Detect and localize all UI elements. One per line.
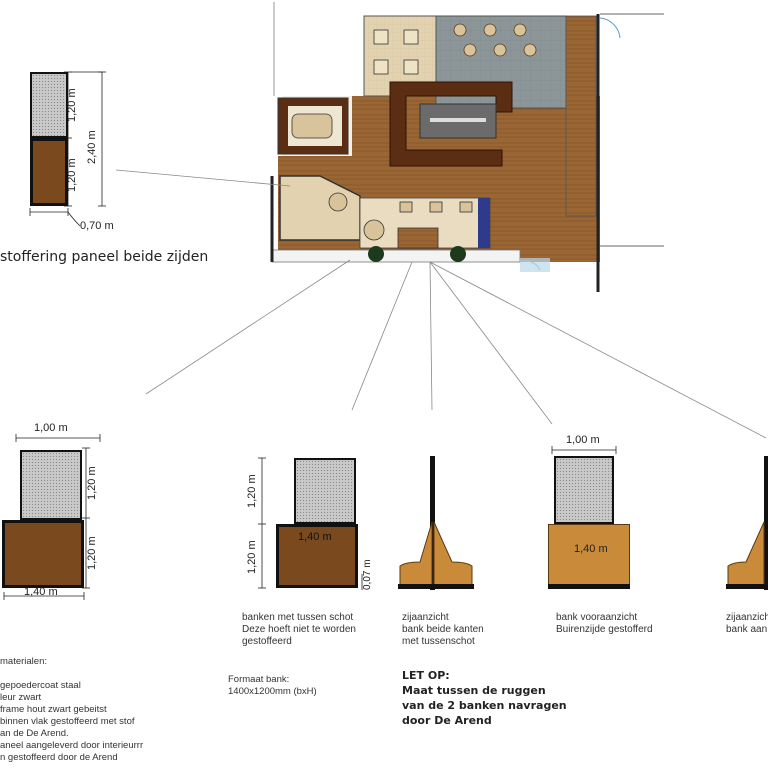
caption-line: bank beide kanten	[402, 624, 484, 635]
materials-list: materialen: gepoedercoat staal leur zwar…	[0, 656, 143, 764]
materials-title: materialen:	[0, 656, 47, 667]
bench-center-back	[294, 458, 356, 524]
panel-dim-height-total: 2,40 m	[86, 130, 98, 164]
material-line: binnen vlak gestoffeerd met stof	[0, 716, 135, 727]
front-view-caption: bank vooraanzicht Buirenzijde gestofferd	[556, 612, 653, 636]
caption-line: met tussenschot	[402, 636, 475, 647]
side-view-2-caption: zijaanzicht bank aan	[726, 612, 768, 636]
caption-line: zijaanzicht	[402, 612, 449, 623]
panel-dim-width: 0,70 m	[80, 220, 114, 232]
front-view-dim-width-inner: 1,40 m	[574, 543, 608, 555]
bench-left-seat	[2, 520, 84, 588]
let-op-line: LET OP:	[402, 669, 450, 682]
material-line: frame hout zwart gebeitst	[0, 704, 107, 715]
caption-line: bank aan	[726, 624, 768, 635]
panel-dim-height-top: 1,20 m	[66, 88, 78, 122]
bench-center-seat	[276, 524, 358, 588]
caption-line: zijaanzicht	[726, 612, 768, 623]
material-line: aneel aangeleverd door interieurrr	[0, 740, 144, 751]
caption-line: bank vooraanzicht	[556, 612, 638, 623]
bench-left-dim-height-top: 1,20 m	[86, 466, 98, 500]
side-view-2	[726, 456, 768, 590]
material-line: gepoedercoat staal	[0, 680, 81, 691]
bench-center-caption: banken met tussen schot Deze hoeft niet …	[242, 612, 356, 648]
panel-upholstery-top	[30, 72, 68, 138]
front-view-seat	[548, 524, 630, 586]
bench-center-dim-height-top: 1,20 m	[246, 474, 258, 508]
caption-line: gestoffeerd	[242, 636, 292, 647]
material-line: n gestoffeerd door de Arend	[0, 752, 118, 763]
format-line: 1400x1200mm (bxH)	[228, 686, 317, 697]
bench-left-dim-width-bottom: 1,40 m	[24, 586, 58, 598]
format-note: Formaat bank: 1400x1200mm (bxH)	[228, 674, 317, 698]
bench-left-dim-lines	[3, 434, 101, 600]
bench-center-dim-width-inner: 1,40 m	[298, 531, 332, 543]
bench-left-back	[20, 450, 82, 520]
caption-line: Buirenzijde gestofferd	[556, 624, 653, 635]
bench-left-dim-height-bottom: 1,20 m	[86, 536, 98, 570]
front-view-back	[554, 456, 614, 524]
side-view-1	[398, 456, 474, 590]
bench-center-dim-height-bottom: 1,20 m	[246, 540, 258, 574]
let-op-line: van de 2 banken navragen	[402, 699, 567, 712]
let-op-note: LET OP: Maat tussen de ruggen van de 2 b…	[402, 668, 567, 728]
front-view-base	[548, 584, 630, 589]
let-op-line: Maat tussen de ruggen	[402, 684, 546, 697]
format-line: Formaat bank:	[228, 674, 290, 685]
material-line: leur zwart	[0, 692, 42, 703]
panel-dim-height-bottom: 1,20 m	[66, 158, 78, 192]
bench-center-dim-foot: 0,07 m	[362, 559, 373, 590]
let-op-line: door De Arend	[402, 714, 492, 727]
bench-left-dim-width-top: 1,00 m	[34, 422, 68, 434]
side-view-1-caption: zijaanzicht bank beide kanten met tussen…	[402, 612, 484, 648]
leader-lines	[115, 169, 767, 439]
caption-line: Deze hoeft niet te worden	[242, 624, 356, 635]
floor-plan	[270, 2, 664, 292]
front-view-dim-width-top: 1,00 m	[566, 434, 600, 446]
panel-caption: stoffering paneel beide zijden	[0, 249, 209, 265]
caption-line: banken met tussen schot	[242, 612, 354, 623]
panel-wood-bottom	[30, 138, 68, 206]
material-line: an de De Arend.	[0, 728, 69, 739]
